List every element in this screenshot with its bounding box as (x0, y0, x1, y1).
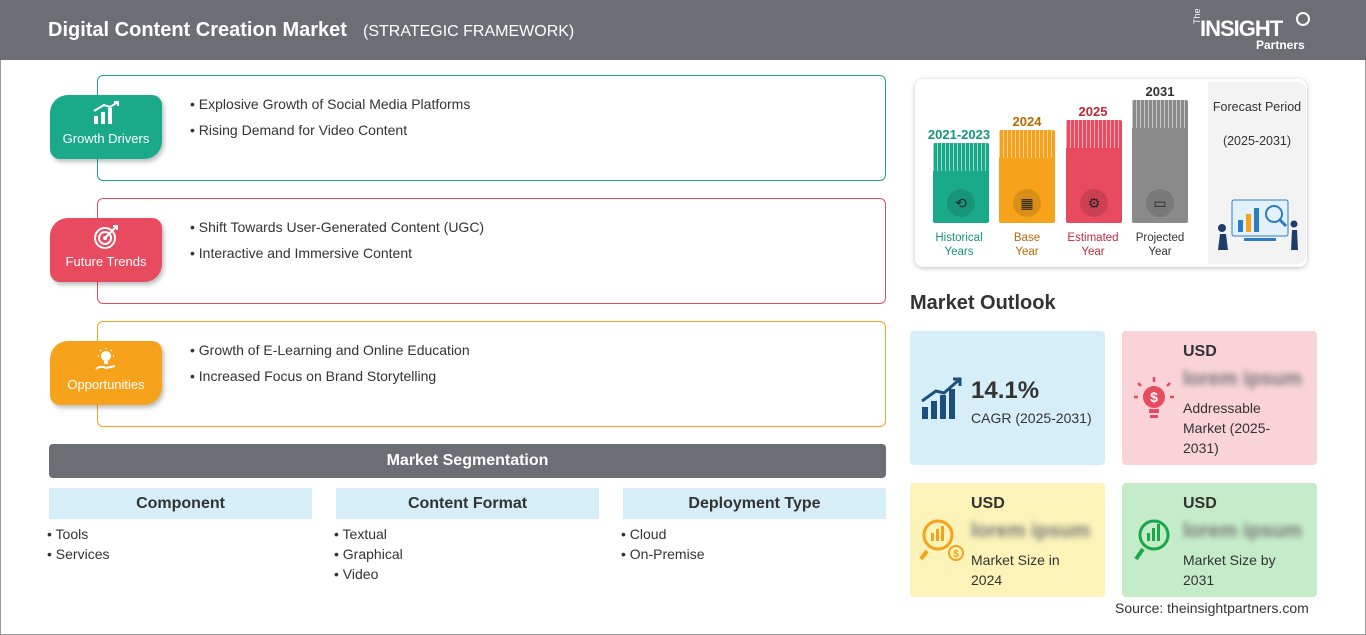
growth-drivers-box: Explosive Growth of Social Media Platfor… (97, 75, 886, 181)
list-item: Interactive and Immersive Content (190, 245, 484, 261)
header-bar: Digital Content Creation Market (STRATEG… (0, 0, 1366, 60)
addressable-market-card: $ USD lorem ipsum Addressable Market (20… (1122, 331, 1317, 465)
future-trends-box: Shift Towards User-Generated Content (UG… (97, 198, 886, 304)
list-item: Growth of E-Learning and Online Educatio… (190, 342, 470, 358)
magnifier-coins-icon: $ (919, 519, 964, 561)
list-item: Services (47, 546, 110, 562)
svg-text:$: $ (953, 549, 959, 560)
market-size-2031-label: Market Size by 2031 (1183, 552, 1276, 588)
segment-heading-content-format: Content Format (336, 488, 599, 519)
timeline-bar-historical: ⟲ (933, 143, 989, 223)
timeline-label-base: Base Year (1013, 232, 1041, 258)
timeline-bar-projected: ▭ (1132, 100, 1188, 223)
timeline-bar-base: ▦ (999, 130, 1055, 223)
list-item: Shift Towards User-Generated Content (UG… (190, 219, 484, 235)
market-size-2024-value: lorem ipsum (971, 520, 1090, 542)
timeline-label-historical: Historical Years (935, 232, 983, 258)
magnifier-chart-icon (1134, 519, 1170, 561)
list-item: Rising Demand for Video Content (190, 122, 470, 138)
cagr-value: 14.1% (971, 377, 1040, 404)
calendar-icon: ▦ (1013, 189, 1041, 217)
timeline-year-base: 2024 (1012, 114, 1042, 129)
segment-list-component: Tools Services (47, 526, 110, 566)
market-segmentation-title: Market Segmentation (49, 444, 886, 478)
list-item: Graphical (334, 546, 403, 562)
timeline-year-estimated: 2025 (1078, 104, 1108, 119)
target-icon (50, 224, 162, 250)
list-item: Explosive Growth of Social Media Platfor… (190, 96, 471, 112)
lightbulb-hand-icon (50, 347, 162, 373)
list-item: Cloud (621, 526, 704, 542)
addressable-currency: USD (1183, 343, 1217, 360)
analytics-dashboard-icon (1218, 199, 1298, 250)
insight-partners-logo: The INSIGHT Partners (1192, 8, 1312, 54)
timeline-bar-estimated: ⚙ (1066, 120, 1122, 223)
cagr-label: CAGR (2025-2031) (971, 410, 1092, 426)
list-item: Textual (334, 526, 403, 542)
segment-list-deployment-type: Cloud On-Premise (621, 526, 705, 566)
forecast-period-title: Forecast Period (1212, 100, 1302, 114)
cagr-card: 14.1% CAGR (2025-2031) (910, 331, 1105, 465)
market-size-2024-card: $ USD lorem ipsum Market Size in 2024 (910, 483, 1105, 597)
growth-drivers-badge: Growth Drivers (50, 95, 162, 159)
list-item: Tools (47, 526, 109, 542)
timeline-label-projected: Projected Year (1135, 232, 1185, 258)
bar-chart-growth-icon (50, 101, 162, 127)
segment-heading-deployment-type: Deployment Type (623, 488, 886, 519)
timeline-year-projected: 2031 (1145, 84, 1175, 99)
svg-text:$: $ (1150, 389, 1158, 405)
list-item: Increased Focus on Brand Storytelling (190, 368, 470, 384)
market-size-2031-currency: USD (1183, 495, 1217, 512)
market-size-2024-label: Market Size in 2024 (971, 552, 1060, 588)
estimate-icon: ⚙ (1080, 189, 1108, 217)
growth-drivers-list: Explosive Growth of Social Media Platfor… (190, 96, 471, 148)
addressable-label: Addressable Market (2025-2031) (1183, 400, 1271, 456)
source-credit: Source: theinsightpartners.com (1115, 600, 1309, 616)
future-trends-badge: Future Trends (50, 218, 162, 282)
dollar-bulb-icon: $ (1134, 377, 1174, 418)
market-size-2024-currency: USD (971, 495, 1005, 512)
opportunities-badge: Opportunities (50, 341, 162, 405)
forecast-period-panel: Forecast Period (2025-2031) (1208, 82, 1306, 264)
timeline-label-estimated: Estimated Year (1067, 232, 1119, 258)
list-item: Video (334, 566, 403, 582)
market-size-2031-value: lorem ipsum (1183, 520, 1302, 542)
market-outlook-title: Market Outlook (910, 292, 1056, 314)
page-title: Digital Content Creation Market (48, 19, 347, 41)
opportunities-box: Growth of E-Learning and Online Educatio… (97, 321, 886, 427)
presentation-icon: ▭ (1146, 189, 1174, 217)
list-item: On-Premise (621, 546, 705, 562)
opportunities-list: Growth of E-Learning and Online Educatio… (190, 342, 470, 394)
addressable-value: lorem ipsum (1183, 368, 1302, 390)
growth-chart-icon (921, 377, 962, 419)
segment-heading-component: Component (49, 488, 312, 519)
segment-list-content-format: Textual Graphical Video (334, 526, 403, 586)
market-size-2031-card: USD lorem ipsum Market Size by 2031 (1122, 483, 1317, 597)
page-subtitle: (STRATEGIC FRAMEWORK) (363, 23, 575, 40)
timeline-year-historical: 2021-2023 (927, 127, 991, 142)
forecast-period-range: (2025-2031) (1222, 134, 1292, 148)
future-trends-list: Shift Towards User-Generated Content (UG… (190, 219, 484, 271)
history-icon: ⟲ (947, 189, 975, 217)
